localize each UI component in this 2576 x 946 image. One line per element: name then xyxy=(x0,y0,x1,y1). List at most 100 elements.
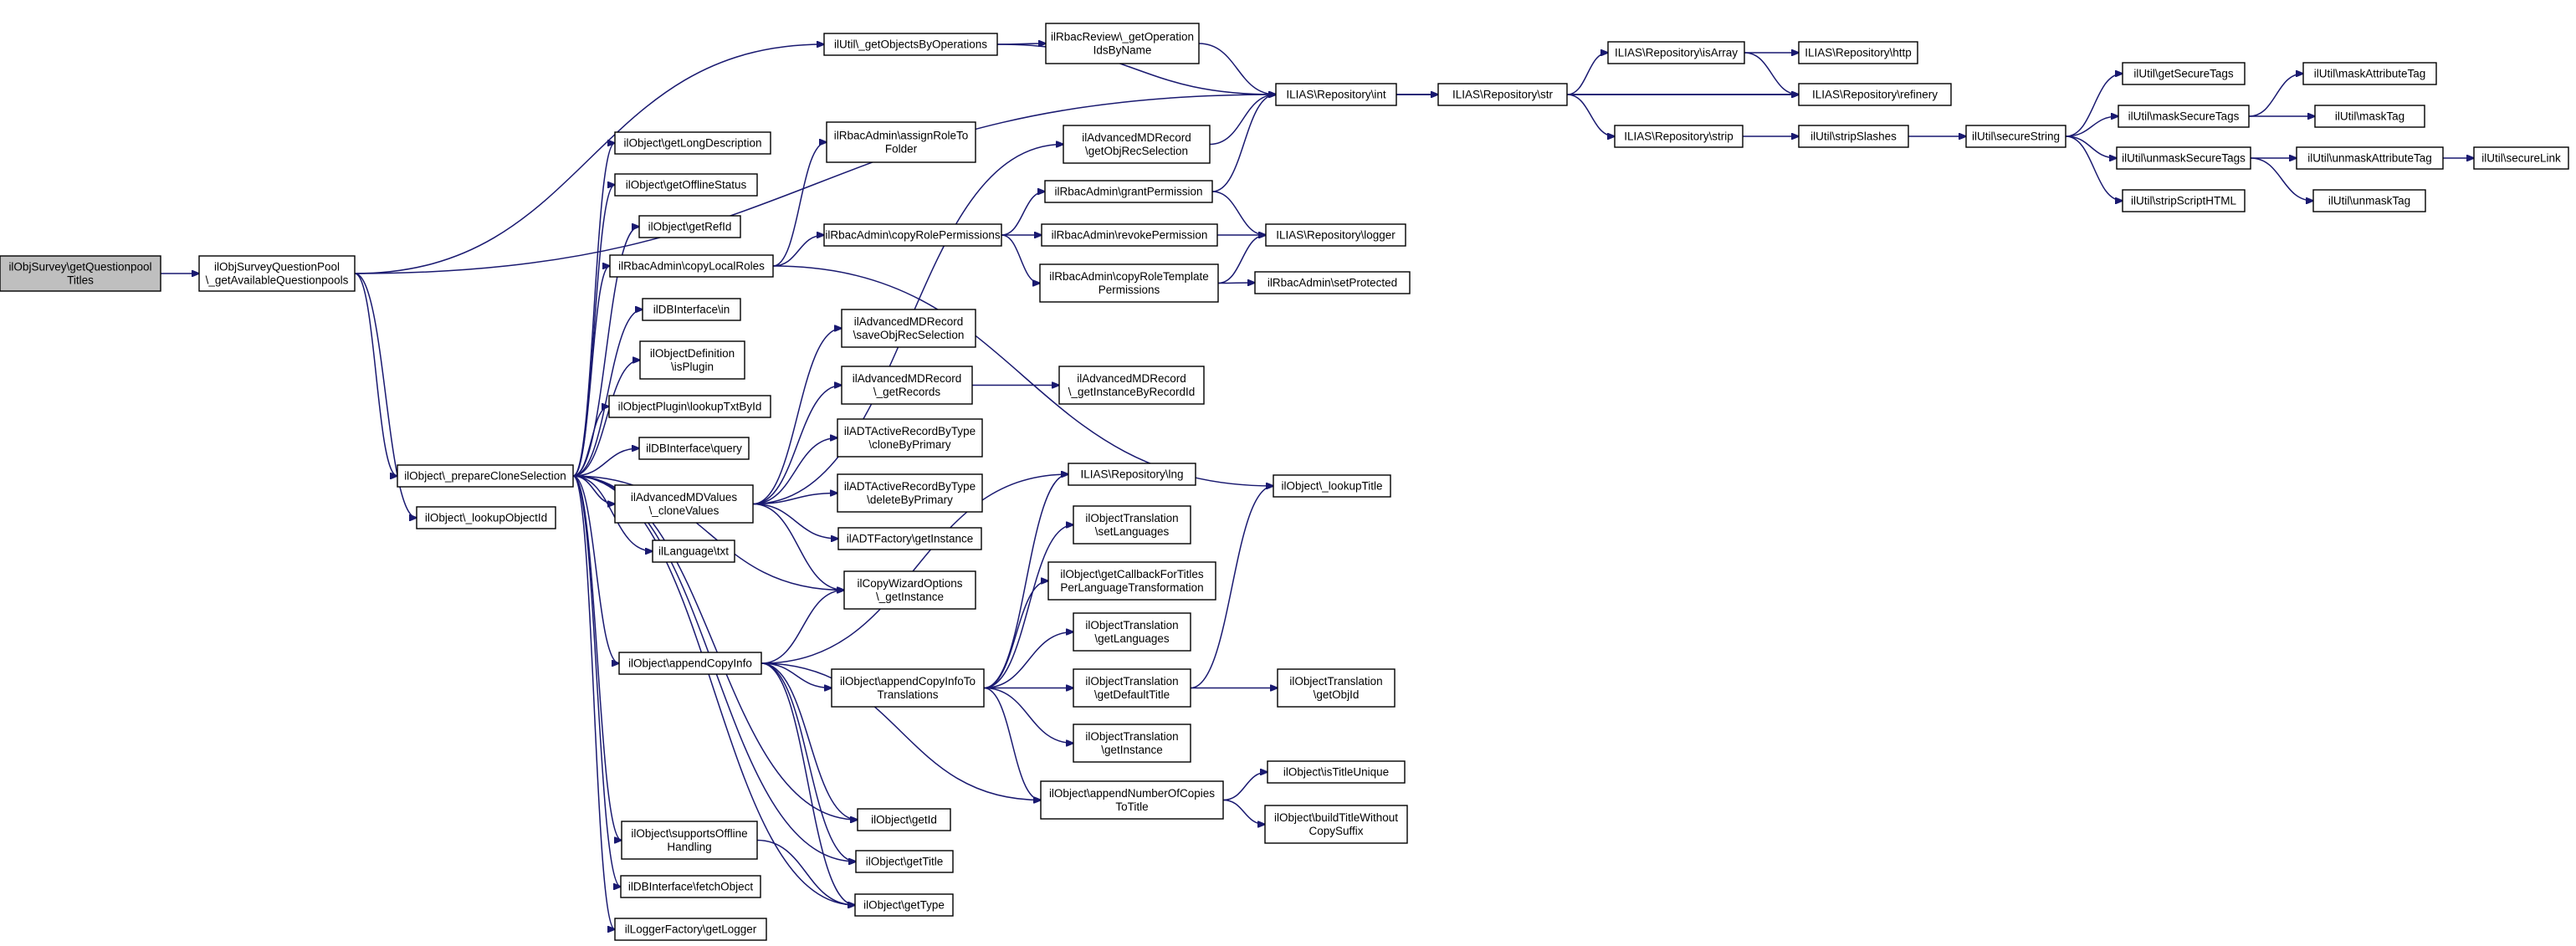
node-label-uuat-0: ilUtil\unmaskAttributeTag xyxy=(2307,152,2432,165)
node-otsl[interactable]: ilObjectTranslation\setLanguages xyxy=(1073,505,1191,545)
node-amdsrs[interactable]: ilAdvancedMDRecord\saveObjRecSelection xyxy=(841,309,976,348)
node-umat[interactable]: ilUtil\maskAttributeTag xyxy=(2302,62,2437,85)
node-label-umst-0: ilUtil\maskSecureTags xyxy=(2128,110,2240,123)
node-gaq[interactable]: ilObjSurveyQuestionPool\_getAvailableQue… xyxy=(198,255,356,292)
node-ogid[interactable]: ilObject\getId xyxy=(857,808,951,831)
node-dbfo[interactable]: ilDBInterface\fetchObject xyxy=(620,875,761,898)
node-adtcp[interactable]: ilADTActiveRecordByType\cloneByPrimary xyxy=(837,418,983,458)
node-box-adtf xyxy=(837,527,982,550)
node-rint[interactable]: ILIAS\Repository\int xyxy=(1275,83,1397,106)
node-usl[interactable]: ilUtil\secureLink xyxy=(2473,146,2569,170)
node-uut[interactable]: ilUtil\unmaskTag xyxy=(2312,189,2426,212)
node-rstrip[interactable]: ILIAS\Repository\strip xyxy=(1614,125,1744,148)
node-box-uuat xyxy=(2296,146,2444,170)
node-amdrgs[interactable]: ilAdvancedMDRecord\getObjRecSelection xyxy=(1063,125,1211,164)
node-rlng[interactable]: ILIAS\Repository\lng xyxy=(1068,463,1196,486)
node-rstr[interactable]: ILIAS\Repository\str xyxy=(1437,83,1568,106)
node-box-otgi xyxy=(1073,724,1191,763)
node-adtf[interactable]: ilADTFactory\getInstance xyxy=(837,527,982,550)
node-odip[interactable]: ilObjectDefinition\isPlugin xyxy=(639,340,745,380)
node-rasp[interactable]: ilRbacAdmin\setProtected xyxy=(1254,271,1411,294)
node-label-olo-0: ilObject\_lookupObjectId xyxy=(425,512,547,524)
node-box-umst xyxy=(2118,105,2250,128)
node-ussh[interactable]: ilUtil\stripScriptHTML xyxy=(2122,189,2246,212)
edge-gaq-to-olo xyxy=(354,273,417,518)
node-uust[interactable]: ilUtil\unmaskSecureTags xyxy=(2116,146,2251,170)
node-olo[interactable]: ilObject\_lookupObjectId xyxy=(416,506,556,529)
node-umst[interactable]: ilUtil\maskSecureTags xyxy=(2118,105,2250,128)
edge-opcs-to-dbq xyxy=(572,448,639,477)
node-ragp[interactable]: ilRbacAdmin\grantPermission xyxy=(1044,180,1213,203)
edge-gaq-to-rint xyxy=(354,95,1276,274)
node-amdcv[interactable]: ilAdvancedMDValues\_cloneValues xyxy=(614,484,754,524)
node-adtdp[interactable]: ilADTActiveRecordByType\deleteByPrimary xyxy=(837,473,983,513)
node-otgdt[interactable]: ilObjectTranslation\getDefaultTitle xyxy=(1073,668,1191,708)
node-ogos[interactable]: ilObject\getOfflineStatus xyxy=(614,173,758,197)
edge-oaci-to-oanc xyxy=(761,662,1041,800)
node-rarp[interactable]: ilRbacAdmin\revokePermission xyxy=(1041,223,1218,247)
node-otgoi[interactable]: ilObjectTranslation\getObjId xyxy=(1277,668,1396,708)
edge-rrop-to-rint xyxy=(1198,43,1276,95)
node-lfgl[interactable]: ilLoggerFactory\getLogger xyxy=(614,918,767,941)
node-box-adtcp xyxy=(837,418,983,458)
edge-oacit-to-otgi xyxy=(983,687,1073,744)
node-label-dbq-0: ilDBInterface\query xyxy=(646,442,742,455)
node-rhttp[interactable]: ILIAS\Repository\http xyxy=(1798,41,1918,64)
node-otgi[interactable]: ilObjectTranslation\getInstance xyxy=(1073,724,1191,763)
node-dbq[interactable]: ilDBInterface\query xyxy=(638,437,750,460)
node-oaci[interactable]: ilObject\appendCopyInfo xyxy=(618,652,762,675)
edge-racrp-to-ragp xyxy=(1001,192,1045,236)
node-gobo[interactable]: ilUtil\_getObjectsByOperations xyxy=(823,33,998,56)
node-umt[interactable]: ilUtil\maskTag xyxy=(2314,105,2425,128)
node-box-root xyxy=(0,255,161,292)
node-rlog[interactable]: ILIAS\Repository\logger xyxy=(1265,223,1406,247)
node-ogld[interactable]: ilObject\getLongDescription xyxy=(614,131,771,155)
node-uuat[interactable]: ilUtil\unmaskAttributeTag xyxy=(2296,146,2444,170)
node-racl[interactable]: ilRbacAdmin\copyLocalRoles xyxy=(609,254,774,278)
node-box-ogid xyxy=(857,808,951,831)
node-amdgi[interactable]: ilAdvancedMDRecord\_getInstanceByRecordI… xyxy=(1058,366,1205,405)
node-label-adtf-0: ilADTFactory\getInstance xyxy=(847,533,974,545)
node-ustripsl[interactable]: ilUtil\stripSlashes xyxy=(1798,125,1909,148)
node-risarr[interactable]: ILIAS\Repository\isArray xyxy=(1607,41,1745,64)
node-otgl[interactable]: ilObjectTranslation\getLanguages xyxy=(1073,612,1191,652)
node-oplt[interactable]: ilObjectPlugin\lookupTxtById xyxy=(608,395,771,418)
node-opcs[interactable]: ilObject\_prepareCloneSelection xyxy=(397,464,574,488)
node-box-otgoi xyxy=(1277,668,1396,708)
node-ogri[interactable]: ilObject\getRefId xyxy=(638,215,741,238)
node-lngtxt[interactable]: ilLanguage\txt xyxy=(652,539,735,563)
node-label-rint-0: ILIAS\Repository\int xyxy=(1286,89,1386,101)
node-ogtype[interactable]: ilObject\getType xyxy=(854,893,954,917)
edge-opcs-to-cwo xyxy=(572,475,844,591)
node-label-amdsrs-0: ilAdvancedMDRecord xyxy=(854,315,964,328)
node-dbin[interactable]: ilDBInterface\in xyxy=(642,298,741,321)
node-rrefinery[interactable]: ILIAS\Repository\refinery xyxy=(1798,83,1952,106)
node-ugst[interactable]: ilUtil\getSecureTags xyxy=(2122,62,2246,85)
node-racrp[interactable]: ilRbacAdmin\copyRolePermissions xyxy=(823,223,1002,247)
node-olt[interactable]: ilObject\_lookupTitle xyxy=(1273,474,1391,498)
node-ogtitle[interactable]: ilObject\getTitle xyxy=(855,850,954,873)
node-oitu[interactable]: ilObject\isTitleUnique xyxy=(1267,760,1406,784)
node-box-gaq xyxy=(198,255,356,292)
node-label-rhttp-0: ILIAS\Repository\http xyxy=(1805,47,1912,59)
node-label-adtdp-1: \deleteByPrimary xyxy=(867,493,953,506)
node-label-ogid-0: ilObject\getId xyxy=(871,814,937,826)
node-label-ustripsl-0: ilUtil\stripSlashes xyxy=(1810,130,1897,143)
node-label-opcs-0: ilObject\_prepareCloneSelection xyxy=(404,470,566,483)
edge-opcs-to-oplt xyxy=(572,407,609,477)
node-box-ogri xyxy=(638,215,741,238)
node-amdgr[interactable]: ilAdvancedMDRecord\_getRecords xyxy=(841,366,973,405)
node-ogcb[interactable]: ilObject\getCallbackForTitlesPerLanguage… xyxy=(1047,561,1216,601)
node-usecstr[interactable]: ilUtil\secureString xyxy=(1965,125,2066,148)
node-cwo[interactable]: ilCopyWizardOptions\_getInstance xyxy=(843,570,976,610)
node-box-gobo xyxy=(823,33,998,56)
